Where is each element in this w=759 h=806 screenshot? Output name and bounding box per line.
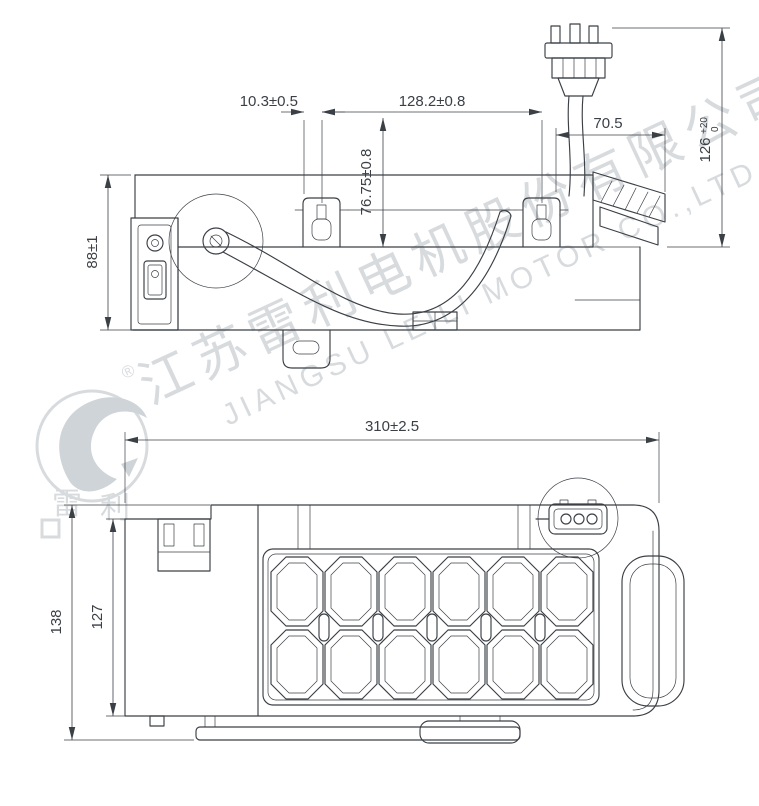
dimensions-bottom: 310±2.5 138 127: [48, 418, 660, 741]
detail-circle-pivot: [168, 193, 264, 289]
watermark-text-block: ® 江苏雷利电机股份有限公司 JIANGSU LEILI MOTOR CO.,L…: [118, 59, 759, 432]
dim-cup-spacing: 128.2±0.8: [399, 93, 466, 110]
bottom-view: 310±2.5 138 127: [48, 418, 685, 744]
dim-cup-offset: 10.3±0.5: [240, 93, 298, 110]
tray-cell: [540, 556, 594, 627]
dim-overall-depth: 138: [48, 609, 65, 634]
bottom-rail: [195, 715, 521, 744]
top-view: 10.3±0.5 128.2±0.8 70.5 76.75±0.8 88±1 1…: [84, 23, 730, 369]
watermark-logo-char-left: 雷: [52, 488, 82, 521]
fill-cup-right: [514, 197, 569, 248]
dim-harness-tol-lower: 0: [710, 126, 721, 132]
tray-cell: [270, 629, 324, 700]
housing-outline: [130, 174, 641, 331]
watermark: 雷 利 ® 江苏雷利电机股份有限公司 JIANGSU LEILI MOTOR C…: [35, 59, 759, 539]
fill-cup-left: [294, 197, 349, 248]
tray-cell: [324, 556, 378, 627]
dim-connector-offset: 70.5: [593, 115, 622, 132]
dim-housing-depth: 127: [89, 604, 106, 629]
tray-cell: [270, 556, 324, 627]
dim-overall-width: 310±2.5: [365, 418, 419, 435]
tray-cell: [324, 629, 378, 700]
tray-cell: [432, 556, 486, 627]
dimensions-top: 10.3±0.5 128.2±0.8 70.5 76.75±0.8 88±1 1…: [84, 27, 730, 331]
shutoff-arm: [202, 210, 512, 327]
body-outline: [124, 504, 660, 717]
cable: [567, 95, 586, 197]
side-flap: [621, 555, 685, 707]
watermark-logo: 雷 利: [35, 389, 149, 539]
tray-cell: [378, 629, 432, 700]
wire-connector: [544, 23, 613, 97]
tray-cell: [540, 629, 594, 700]
dim-harness-height: 126: [697, 137, 714, 162]
watermark-company-cn: 江苏雷利电机股份有限公司: [131, 59, 759, 416]
connector-detail: [535, 477, 619, 559]
terminal-block: [412, 311, 458, 331]
bottom-tab: [282, 329, 331, 369]
tray-cell: [486, 629, 540, 700]
watermark-seal: [40, 518, 61, 539]
dim-harness-tol-upper: +20: [699, 117, 710, 134]
tray-cell: [432, 629, 486, 700]
mounting-bracket: [592, 171, 666, 246]
motor-housing-details: [149, 518, 211, 727]
power-switch-panel: [137, 224, 172, 325]
dim-cup-height: 76.75±0.8: [358, 149, 375, 216]
dim-body-height: 88±1: [84, 235, 101, 268]
tray-cell: [486, 556, 540, 627]
ice-tray: [262, 548, 600, 706]
tray-cell: [378, 556, 432, 627]
